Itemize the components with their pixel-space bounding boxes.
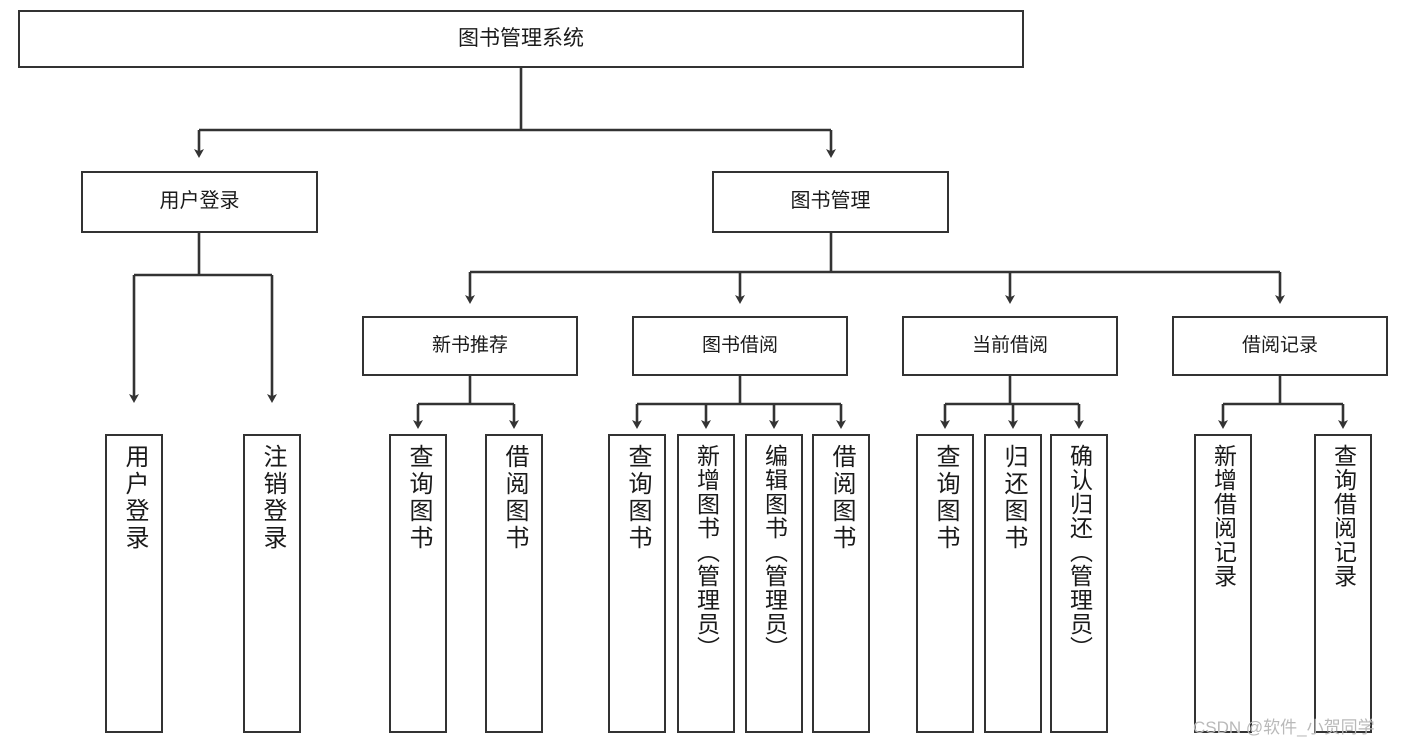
node-root-system[interactable]: 图书管理系统: [18, 10, 1024, 68]
csdn-watermark: CSDN @软件_小贺同学: [1193, 718, 1375, 737]
leaf-record-query-record-label: 查询借阅记录: [1330, 444, 1357, 588]
leaf-current-return-book-label: 归还图书: [1000, 444, 1027, 552]
node-book-borrow-label: 图书借阅: [701, 334, 778, 356]
node-current-borrow[interactable]: 当前借阅: [902, 316, 1118, 376]
node-book-borrow[interactable]: 图书借阅: [632, 316, 848, 376]
leaf-borrow-borrow-book[interactable]: 借阅图书: [812, 434, 870, 733]
node-borrow-record[interactable]: 借阅记录: [1172, 316, 1388, 376]
leaf-new-book-borrow-label: 借阅图书: [501, 444, 528, 552]
leaf-user-login-signout[interactable]: 注销登录: [243, 434, 301, 733]
node-root-system-label: 图书管理系统: [458, 26, 584, 50]
node-new-book-recommend-label: 新书推荐: [431, 334, 508, 356]
node-borrow-record-label: 借阅记录: [1241, 334, 1318, 356]
leaf-new-book-borrow[interactable]: 借阅图书: [485, 434, 543, 733]
leaf-current-confirm-return-admin-label: 确认归还（管理员）: [1066, 444, 1093, 660]
node-user-login[interactable]: 用户登录: [81, 171, 318, 233]
leaf-new-book-query[interactable]: 查询图书: [389, 434, 447, 733]
leaf-new-book-query-label: 查询图书: [405, 444, 432, 552]
leaf-user-login-signin[interactable]: 用户登录: [105, 434, 163, 733]
leaf-current-confirm-return-admin[interactable]: 确认归还（管理员）: [1050, 434, 1108, 733]
leaf-record-query-record[interactable]: 查询借阅记录: [1314, 434, 1372, 733]
leaf-borrow-add-book-admin[interactable]: 新增图书（管理员）: [677, 434, 735, 733]
node-book-management-label: 图书管理: [790, 190, 871, 213]
leaf-user-login-signin-label: 用户登录: [121, 444, 148, 552]
leaf-borrow-query-book-label: 查询图书: [624, 444, 651, 552]
leaf-current-return-book[interactable]: 归还图书: [984, 434, 1042, 733]
node-current-borrow-label: 当前借阅: [971, 334, 1048, 356]
leaf-borrow-borrow-book-label: 借阅图书: [828, 444, 855, 552]
leaf-current-query-book[interactable]: 查询图书: [916, 434, 974, 733]
node-new-book-recommend[interactable]: 新书推荐: [362, 316, 578, 376]
leaf-user-login-signout-label: 注销登录: [259, 444, 286, 552]
leaf-borrow-query-book[interactable]: 查询图书: [608, 434, 666, 733]
node-user-login-label: 用户登录: [159, 190, 240, 213]
node-book-management[interactable]: 图书管理: [712, 171, 949, 233]
leaf-borrow-edit-book-admin[interactable]: 编辑图书（管理员）: [745, 434, 803, 733]
leaf-borrow-edit-book-admin-label: 编辑图书（管理员）: [761, 444, 788, 660]
leaf-record-add-record[interactable]: 新增借阅记录: [1194, 434, 1252, 733]
leaf-current-query-book-label: 查询图书: [932, 444, 959, 552]
leaf-record-add-record-label: 新增借阅记录: [1210, 444, 1237, 588]
leaf-borrow-add-book-admin-label: 新增图书（管理员）: [693, 444, 720, 660]
